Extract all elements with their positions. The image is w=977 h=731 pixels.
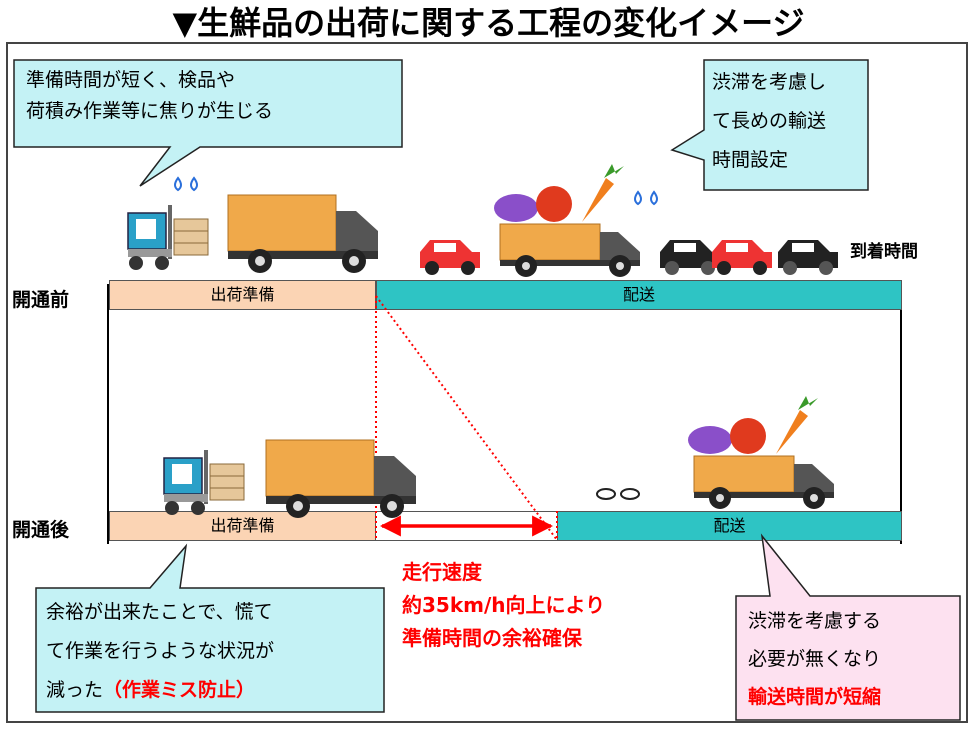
callout-bottom-right-shape	[735, 533, 961, 721]
guide-lines	[375, 295, 558, 541]
diagram-frame	[6, 42, 968, 723]
callout-line: 荷積み作業等に焦りが生じる	[26, 100, 274, 122]
callout-line: 渋滞を考慮する	[748, 610, 882, 632]
callout-line: て作業を行うような状況が	[46, 640, 275, 662]
callout-top-right: 渋滞を考慮し て長めの輸送 時間設定	[712, 63, 826, 180]
callout-bottom-left: 余裕が出来たことで、慌て て作業を行うような状況が 減った（作業ミス防止）	[46, 593, 274, 710]
truck-icon	[265, 439, 416, 518]
car-icon	[712, 240, 772, 275]
car-icon	[660, 240, 720, 275]
page-title: ▼生鮮品の出荷に関する工程の変化イメージ	[172, 4, 805, 42]
callout-top-left: 準備時間が短く、検品や 荷積み作業等に焦りが生じる	[26, 65, 273, 127]
after-prep-bar: 出荷準備	[109, 511, 376, 541]
after-row-label: 開通後	[12, 519, 70, 541]
callout-bottom-right: 渋滞を考慮する 必要が無くなり 輸送時間が短縮	[748, 602, 881, 716]
sigh-icon	[596, 488, 640, 500]
callout-line: 準備時間が短く、検品や	[26, 69, 236, 91]
before-prep-bar: 出荷準備	[109, 280, 376, 310]
forklift-icon	[163, 450, 245, 515]
callout-line: て長めの輸送	[712, 110, 827, 132]
center-note: 走行速度 約35km/h向上により 準備時間の余裕確保	[402, 556, 605, 655]
center-note-line: 約35km/h向上により	[402, 593, 606, 617]
before-delivery-bar: 配送	[376, 280, 902, 310]
timeline-axis	[107, 284, 109, 544]
callout-top-right-shape	[670, 59, 869, 191]
sweat-drops-icon	[174, 176, 198, 192]
vegetable-truck-icon	[688, 396, 834, 509]
center-note-line: 走行速度	[402, 560, 482, 584]
callout-highlight-text: 輸送時間が短縮	[748, 686, 882, 708]
car-icon	[420, 240, 480, 275]
forklift-icon	[127, 205, 209, 270]
callout-line: 減った（作業ミス防止）	[46, 671, 274, 710]
callout-line: 余裕が出来たことで、慌て	[46, 601, 273, 623]
center-note-line: 準備時間の余裕確保	[402, 626, 582, 650]
callout-bottom-left-shape	[35, 543, 385, 713]
callout-line: 渋滞を考慮し	[712, 71, 827, 93]
callout-line: 必要が無くなり	[748, 648, 882, 670]
before-row-label: 開通前	[12, 289, 70, 311]
arrival-time-label: 到着時間	[850, 242, 918, 262]
truck-icon	[227, 194, 378, 273]
timeline-end-line	[900, 284, 902, 544]
callout-highlight-text: （作業ミス防止）	[103, 679, 256, 701]
callout-plain-text: 減った	[46, 679, 104, 701]
callout-line: 時間設定	[712, 149, 789, 171]
car-icon	[778, 240, 838, 275]
after-delivery-bar: 配送	[557, 511, 902, 541]
sweat-drops-icon	[634, 190, 658, 206]
vegetable-truck-icon	[494, 164, 640, 277]
callout-top-left-shape	[13, 59, 403, 187]
